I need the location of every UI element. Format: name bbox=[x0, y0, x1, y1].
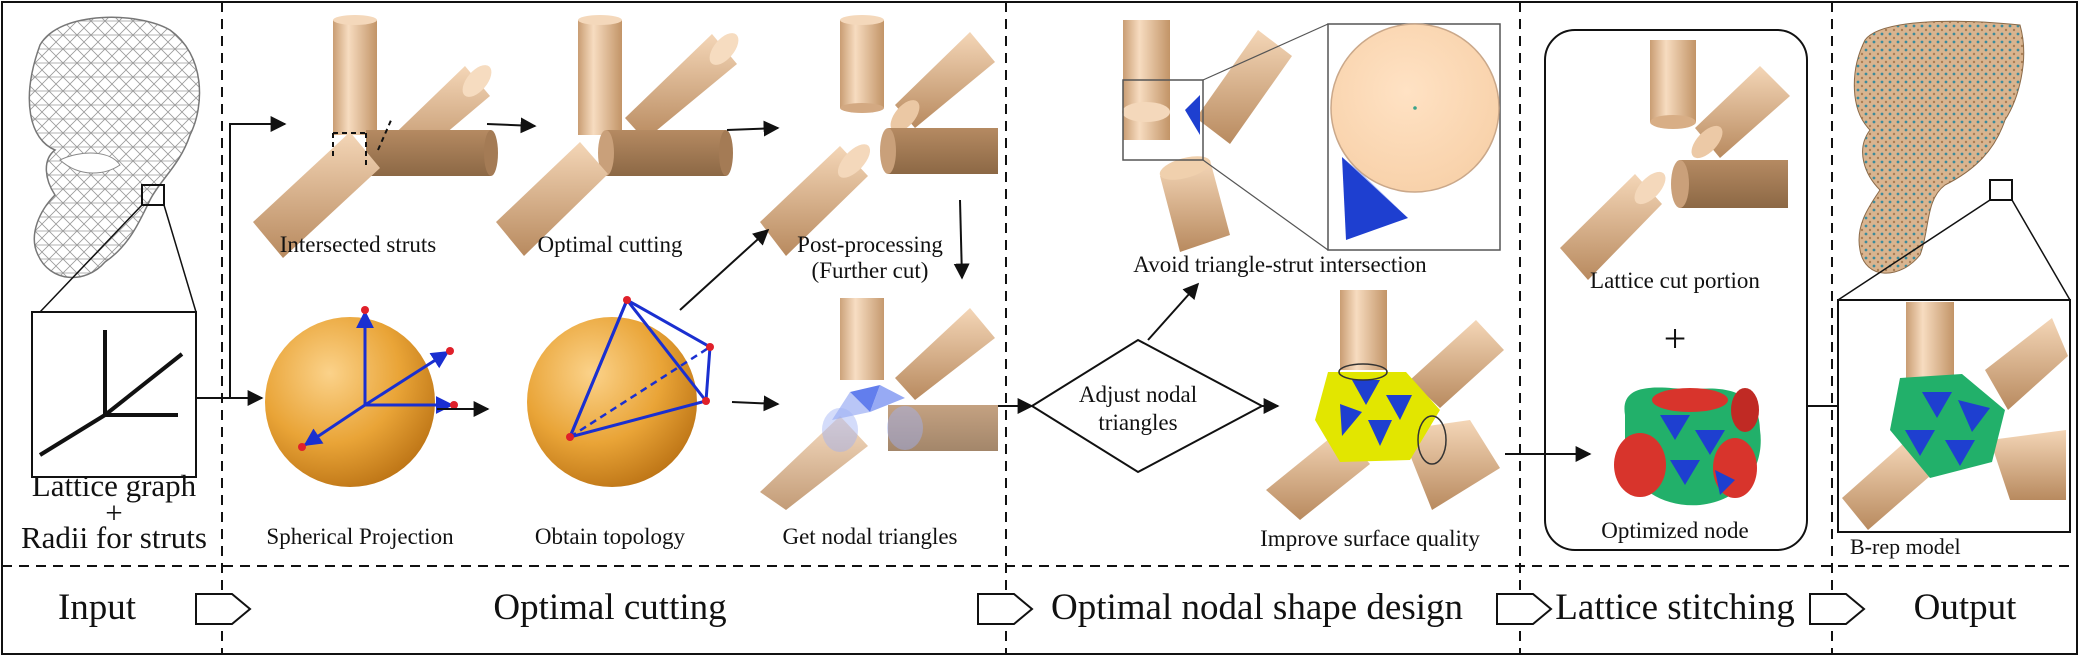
label-obtain-topology: Obtain topology bbox=[534, 524, 686, 549]
input-label-line1: Lattice graph bbox=[31, 468, 197, 503]
zoom-box-small bbox=[1122, 79, 1204, 161]
optimal-cutting-figure bbox=[496, 15, 739, 256]
label-intersected-struts: Intersected struts bbox=[279, 232, 437, 257]
input-zoom-box bbox=[141, 184, 165, 206]
input-branch-arrow bbox=[196, 116, 287, 399]
post-processing-figure bbox=[760, 15, 998, 256]
label-further-cut: (Further cut) bbox=[811, 258, 929, 283]
input-mesh-model bbox=[28, 16, 201, 313]
input-label-line2: Radii for struts bbox=[21, 520, 207, 555]
stage-optimal-cutting: Optimal cutting bbox=[493, 587, 727, 628]
label-adjust-line2: triangles bbox=[1098, 410, 1178, 435]
label-improve-surface: Improve surface quality bbox=[1260, 526, 1480, 551]
label-nodal-triangles: Get nodal triangles bbox=[782, 524, 958, 549]
input-label-plus: + bbox=[105, 495, 123, 530]
nodal-triangles-figure bbox=[760, 298, 998, 510]
output-zoom-box bbox=[1989, 179, 2013, 201]
label-brep-model: B-rep model bbox=[1850, 534, 1961, 559]
optimized-node-figure bbox=[1614, 387, 1761, 506]
label-stitching-plus: + bbox=[1663, 316, 1687, 361]
label-avoid-intersection: Avoid triangle-strut intersection bbox=[1133, 252, 1427, 277]
stage-nodal-shape-design: Optimal nodal shape design bbox=[1050, 587, 1464, 628]
label-optimized-node: Optimized node bbox=[1601, 518, 1749, 543]
avoid-intersection-figure bbox=[1122, 20, 1501, 252]
stage-output: Output bbox=[1913, 587, 2017, 628]
lattice-graph-inset bbox=[31, 311, 197, 478]
stage-chevron-1 bbox=[195, 593, 252, 625]
stitching-rounded-frame bbox=[1544, 29, 1808, 551]
stage-chevron-3 bbox=[1496, 593, 1553, 625]
stage-input: Input bbox=[57, 587, 137, 628]
obtain-topology-figure bbox=[527, 296, 714, 487]
label-lattice-cut-portion: Lattice cut portion bbox=[1590, 268, 1760, 293]
stage-lattice-stitching: Lattice stitching bbox=[1555, 587, 1795, 628]
improve-surface-figure bbox=[1266, 290, 1504, 520]
intersected-struts-figure bbox=[253, 15, 498, 258]
spherical-projection-figure bbox=[265, 306, 458, 487]
label-adjust-line1: Adjust nodal bbox=[1078, 382, 1198, 407]
label-optimal-cutting: Optimal cutting bbox=[537, 232, 683, 257]
lattice-cut-figure bbox=[1560, 40, 1790, 280]
label-post-processing: Post-processing bbox=[797, 232, 943, 257]
stage-chevron-2 bbox=[977, 593, 1034, 625]
output-model bbox=[1837, 20, 2071, 301]
brep-inset bbox=[1837, 299, 2071, 533]
stage-chevron-4 bbox=[1809, 593, 1866, 625]
label-spherical-projection: Spherical Projection bbox=[266, 524, 454, 549]
